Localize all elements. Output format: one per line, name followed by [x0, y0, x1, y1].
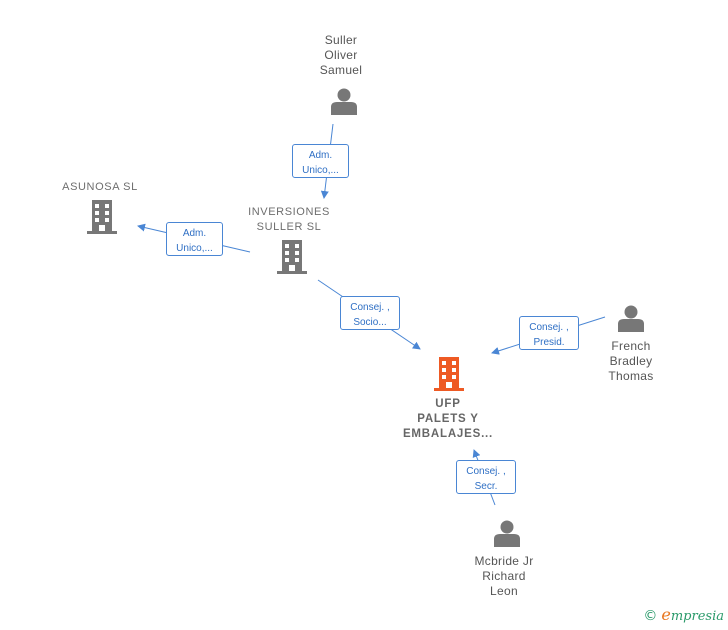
brand-initial: e: [661, 605, 671, 624]
person-icon[interactable]: [618, 305, 644, 333]
building-icon[interactable]: [277, 240, 307, 274]
node-label-suller[interactable]: Suller Oliver Samuel: [319, 33, 363, 77]
relation-label[interactable]: Consej. , Secr.: [456, 460, 516, 494]
relation-label[interactable]: Adm. Unico,...: [166, 222, 223, 256]
node-label-asunosa[interactable]: ASUNOSA SL: [62, 181, 138, 193]
node-label-mcbride[interactable]: Mcbride Jr Richard Leon: [474, 554, 534, 598]
brand-logo: ©empresia: [643, 605, 724, 624]
relation-label[interactable]: Consej. , Presid.: [519, 316, 579, 350]
copyright-symbol: ©: [643, 608, 658, 624]
relation-label[interactable]: Consej. , Socio...: [340, 296, 400, 330]
person-icon[interactable]: [494, 520, 520, 548]
node-label-ufp[interactable]: UFP PALETS Y EMBALAJES...: [402, 398, 494, 440]
brand-name: mpresia: [670, 609, 724, 624]
node-label-french[interactable]: French Bradley Thomas: [608, 339, 654, 383]
building-icon[interactable]: [87, 200, 117, 234]
person-icon[interactable]: [331, 88, 357, 116]
building-icon[interactable]: [434, 357, 464, 391]
relation-label[interactable]: Adm. Unico,...: [292, 144, 349, 178]
node-label-inversiones[interactable]: INVERSIONES SULLER SL: [248, 206, 330, 233]
